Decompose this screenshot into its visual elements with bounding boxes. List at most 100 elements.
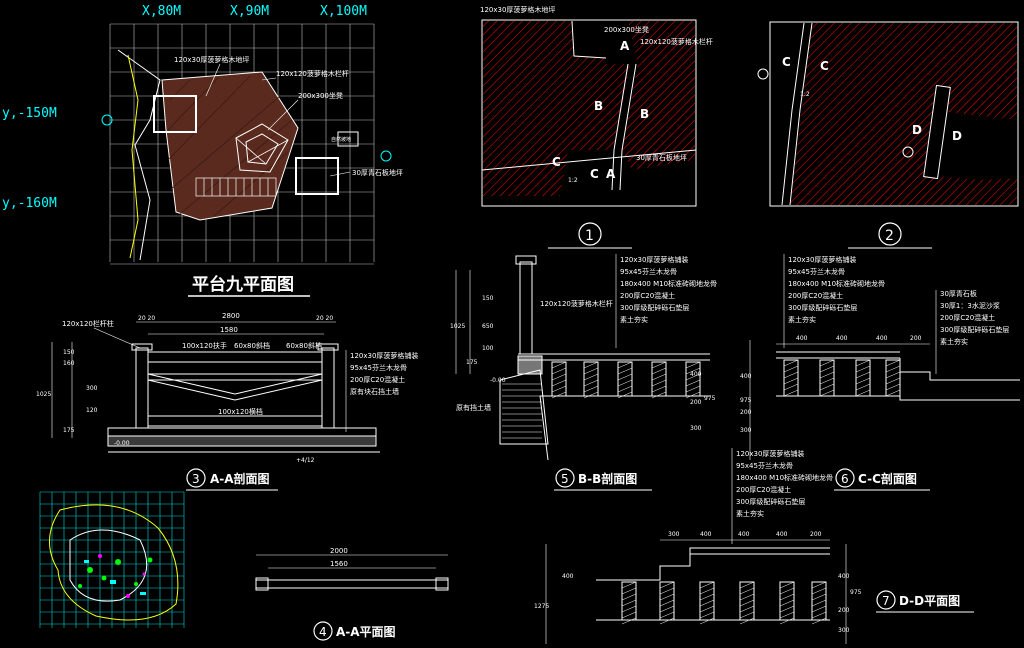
s4-dim-2000: 2000 xyxy=(330,547,348,555)
d2-index-right-icon xyxy=(902,146,914,158)
s6-dim-400-b: 400 xyxy=(836,335,848,342)
pier-hatch xyxy=(885,377,901,385)
pier-hatch xyxy=(811,605,827,613)
s6-stone-5: 素土夯实 xyxy=(940,337,968,346)
note-bench: 200x300坐凳 xyxy=(298,91,343,100)
d1-marker-a-bottom: A xyxy=(606,167,616,181)
d2-slope: 1:2 xyxy=(800,91,810,98)
grid-label-x100: X,100M xyxy=(320,4,367,19)
pier-hatch xyxy=(699,593,715,601)
s7-dim-400-r: 400 xyxy=(838,573,850,580)
s7-spec-5: 300厚级配碎砾石垫层 xyxy=(736,497,805,506)
pier-hatch xyxy=(651,391,667,399)
d2-marker-c-right: C xyxy=(820,59,829,73)
s6-dim-975: 975 xyxy=(740,397,752,404)
d2-index-left-icon xyxy=(757,68,769,80)
detail-box-1 xyxy=(153,95,197,133)
pier-hatch xyxy=(617,367,633,375)
s5-post xyxy=(519,261,533,355)
s3-dim-160: 160 xyxy=(63,360,75,367)
section-5-bb: 120x30厚菠萝格铺装 95x45芬兰木龙骨 180x400 M10标准砖砌地… xyxy=(450,254,717,491)
detail-1-hatch-right xyxy=(622,21,695,170)
s7-dim-400-v: 400 xyxy=(562,573,574,580)
mini-site-map xyxy=(39,491,185,628)
s6-stone-1: 30厚青石板 xyxy=(940,289,977,298)
pier-hatch xyxy=(699,581,715,589)
s5-dim-100: 100 xyxy=(482,345,494,352)
pavilion-outline xyxy=(235,123,289,173)
pier-hatch xyxy=(699,617,715,625)
s7-brick-piers xyxy=(621,581,827,625)
pier-hatch xyxy=(739,581,755,589)
pier-hatch xyxy=(739,605,755,613)
pier-hatch xyxy=(811,587,827,595)
s7-dim-1275: 1275 xyxy=(534,603,549,610)
pier-hatch xyxy=(621,587,637,595)
pier-hatch xyxy=(779,599,795,607)
s3-note-beam: 100x120横档 xyxy=(218,407,263,416)
note-deck: 120x30厚菠萝格木地坪 xyxy=(174,55,249,64)
pier-hatch xyxy=(779,617,795,625)
s6-dim-300-v: 300 xyxy=(740,427,752,434)
pavilion-ridge-2 xyxy=(247,139,289,163)
s6-stone-4: 300厚级配碎砾石垫层 xyxy=(940,325,1009,334)
pier-hatch xyxy=(819,365,835,373)
s3-dim-1025: 1025 xyxy=(36,391,51,398)
pier-hatch xyxy=(783,389,799,397)
pier-hatch xyxy=(779,587,795,595)
d1-callout-number: 1 xyxy=(585,228,594,244)
bench-slats xyxy=(195,177,277,197)
grid-label-y160: y,-160M xyxy=(2,196,57,211)
pier-hatch xyxy=(659,593,675,601)
pier-hatch xyxy=(779,593,795,601)
pier-hatch xyxy=(651,379,667,387)
pier-hatch xyxy=(783,377,799,385)
s4-title: A-A平面图 xyxy=(336,625,396,639)
mini-map-boundary xyxy=(49,504,179,621)
pier-hatch xyxy=(651,385,667,393)
pier-hatch xyxy=(885,365,901,373)
d1-marker-a-top: A xyxy=(620,39,630,53)
pier-hatch xyxy=(551,367,567,375)
pier-hatch xyxy=(783,383,799,391)
s3-callout-circle-icon xyxy=(186,468,206,488)
pier-hatch xyxy=(819,359,835,367)
deck-hatch xyxy=(167,75,293,217)
grid-label-x80: X,80M xyxy=(142,4,181,19)
s5-callout-circle-icon xyxy=(555,468,575,488)
pier-hatch xyxy=(819,371,835,379)
note-rail: 120x120菠萝格木栏杆 xyxy=(276,69,349,78)
s3-dim-150-a: 150 xyxy=(63,349,75,356)
s7-steps xyxy=(596,547,830,581)
s7-dim-400-a: 400 xyxy=(700,531,712,538)
s3-spec-3: 200厚C20混凝土 xyxy=(350,375,405,384)
s3-spec-4: 原有块石挡土墙 xyxy=(350,387,399,396)
s5-note-wall: 原有挡土墙 xyxy=(456,403,491,412)
mini-map-magenta-features xyxy=(98,554,146,598)
s3-dim-2800: 2800 xyxy=(222,312,240,320)
s5-dim-300: 300 xyxy=(690,425,702,432)
d1-marker-b-right: B xyxy=(640,107,649,121)
brick-pier xyxy=(855,359,871,397)
s3-dim-2020-r: 20 20 xyxy=(316,315,333,322)
pier-hatch xyxy=(685,379,701,387)
pier-hatch xyxy=(783,371,799,379)
s5-dim-975: 975 xyxy=(704,395,716,402)
d1-marker-c-left: C xyxy=(552,155,561,169)
s6-stone-3: 200厚C20混凝土 xyxy=(940,313,995,322)
s5-note-rail: 120x120菠萝格木栏杆 xyxy=(540,299,613,308)
pier-hatch xyxy=(739,593,755,601)
pier-hatch xyxy=(685,391,701,399)
d2-marker-d-left: D xyxy=(912,123,922,137)
s6-callout-number: 6 xyxy=(841,472,849,486)
pier-hatch xyxy=(551,373,567,381)
pier-hatch xyxy=(811,599,827,607)
pier-hatch xyxy=(783,365,799,373)
s6-spec-3: 180x400 M10标准砖砌地龙骨 xyxy=(788,279,885,288)
pier-hatch xyxy=(551,379,567,387)
s3-spec-2: 95x45芬兰木龙骨 xyxy=(350,363,407,372)
s6-spec-5: 300厚级配碎砾石垫层 xyxy=(788,303,857,312)
s6-title: C-C剖面图 xyxy=(858,471,917,486)
note-mound: 自然坡地 xyxy=(331,136,351,143)
